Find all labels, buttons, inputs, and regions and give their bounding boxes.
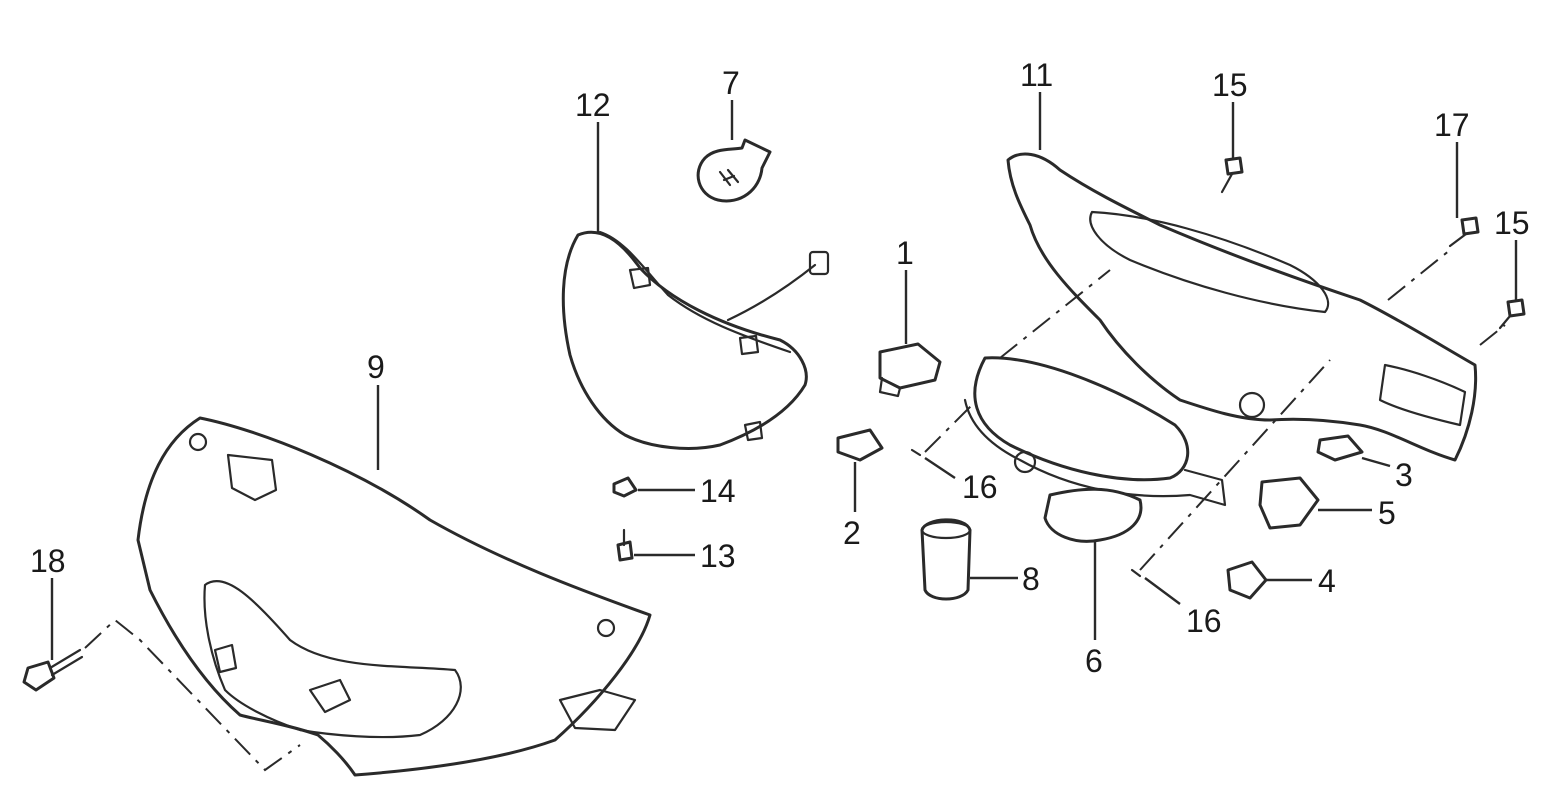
- callout-11: 11: [1020, 57, 1053, 93]
- callout-18: 18: [30, 543, 66, 579]
- callout-1: 1: [896, 235, 914, 271]
- callout-15-right: 15: [1494, 205, 1530, 241]
- callout-17: 17: [1434, 107, 1470, 143]
- callout-16-right: 16: [1186, 603, 1222, 639]
- part-16-screw-b: [1130, 568, 1142, 578]
- callout-4: 4: [1318, 563, 1336, 599]
- callout-13: 13: [700, 538, 736, 574]
- callout-16-left: 16: [962, 469, 998, 505]
- part-14-nut: [612, 476, 638, 498]
- part-2-switch: [836, 428, 884, 462]
- part-18-screw: [22, 618, 301, 772]
- callout-6: 6: [1085, 643, 1103, 679]
- callout-14: 14: [700, 473, 736, 509]
- part-5-socket: [1258, 476, 1320, 530]
- part-3-switch: [1316, 434, 1364, 462]
- callout-7: 7: [722, 65, 740, 101]
- callout-15-top: 15: [1212, 67, 1248, 103]
- part-15-screw-b: [1498, 298, 1526, 330]
- part-13-screw: [616, 528, 634, 562]
- callout-9: 9: [367, 349, 385, 385]
- part-4-switch: [1226, 560, 1268, 600]
- part-1-switch: [878, 342, 942, 398]
- leader-lines: [50, 92, 1518, 660]
- part-8-socket: [920, 518, 972, 601]
- part-15-screw-a: [1220, 156, 1244, 194]
- callout-8: 8: [1022, 561, 1040, 597]
- callout-2: 2: [843, 515, 861, 551]
- callouts: 7 12 1 9 11 15 17 15 14 13 16 2 3 5 4 8 …: [30, 57, 1530, 679]
- callout-12: 12: [575, 87, 611, 123]
- callout-5: 5: [1378, 495, 1396, 531]
- part-7-bulb: [696, 138, 772, 203]
- part-6-speedometer: [963, 356, 1227, 543]
- part-11-rear-cover: [1006, 152, 1478, 462]
- part-12-headlight: [561, 230, 830, 450]
- part-9-front-cover: [136, 416, 652, 777]
- part-16-screw-a: [910, 448, 922, 457]
- part-17-screw: [1448, 216, 1480, 248]
- callout-3: 3: [1395, 457, 1413, 493]
